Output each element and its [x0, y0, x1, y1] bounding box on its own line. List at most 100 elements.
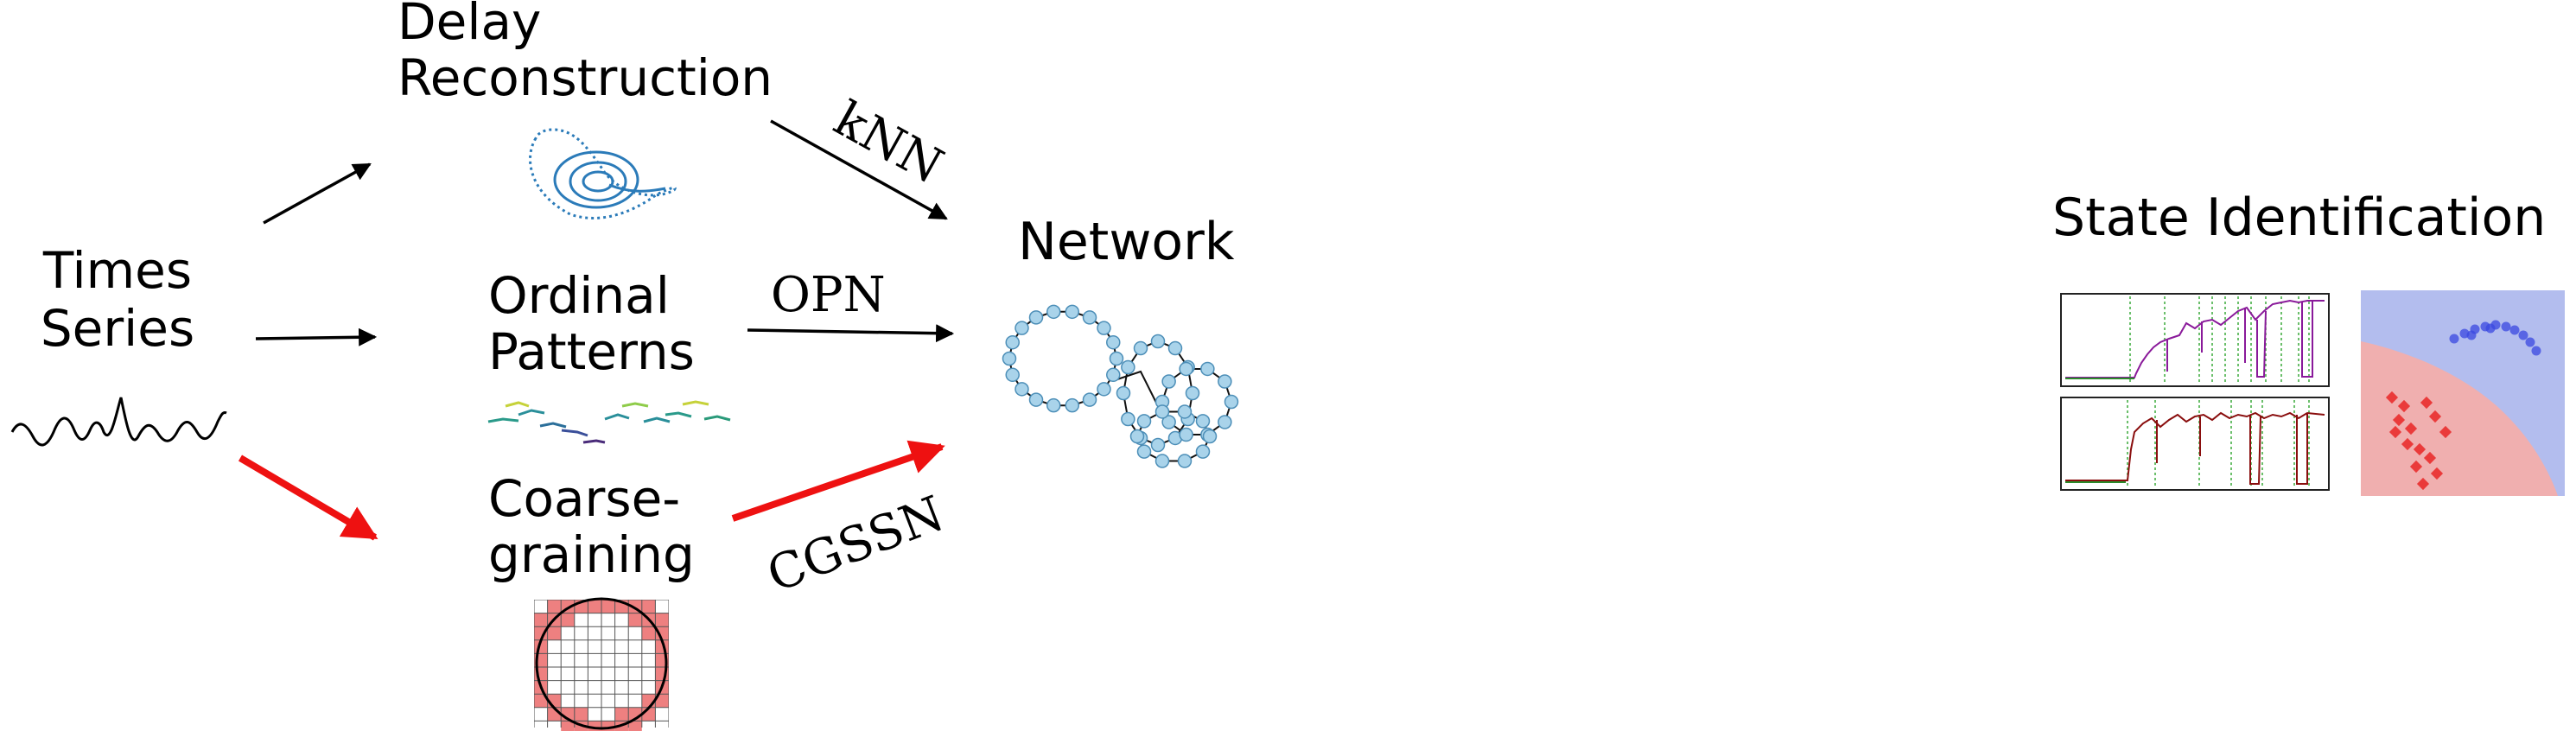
grid-cell-filled [588, 721, 601, 731]
time-series-waveform [10, 397, 227, 447]
state-signal-plot-top [2060, 293, 2330, 387]
grid-cell-filled [547, 600, 562, 613]
cluster-blue-point [2531, 346, 2541, 356]
network-edge [1114, 370, 1159, 407]
cluster-blue-point [2449, 334, 2459, 344]
coarse-circle [535, 597, 668, 730]
network-node [1121, 359, 1135, 375]
network-nodes [1002, 304, 1239, 468]
network-node [1200, 361, 1215, 377]
grid-cell-filled [655, 613, 669, 627]
grid-cell-filled [547, 626, 562, 640]
cluster-blue-point [2466, 330, 2477, 340]
grid-cell-filled [601, 721, 615, 731]
cluster-blue-point [2518, 330, 2528, 340]
time-series-label-line2: Series [41, 299, 194, 358]
coarse-label-line1: Coarse- [488, 469, 680, 528]
delay-label: Delay Reconstruction [398, 0, 773, 107]
delay-label-line2: Reconstruction [398, 48, 773, 107]
network-node [1014, 382, 1029, 397]
time-series-label-line1: Times [42, 241, 192, 300]
grid-cell-filled [655, 626, 669, 640]
grid-cell-filled [574, 707, 588, 721]
grid-cell-filled [601, 600, 615, 613]
network-node [1106, 367, 1121, 383]
cluster-blue-point [2501, 321, 2511, 332]
network-node [1185, 385, 1200, 401]
network-node [1046, 304, 1061, 320]
network-node [1150, 334, 1166, 349]
cluster-blue-point [2525, 337, 2535, 347]
arrow-to-ordinal [255, 327, 378, 346]
ordinal-label-line2: Patterns [488, 322, 695, 381]
arrow-to-delay [263, 162, 372, 225]
edge-label-knn: kNN [825, 91, 952, 195]
grid-cell-filled [534, 694, 548, 708]
coarse-label-line2: graining [488, 525, 695, 584]
network-node [1133, 340, 1148, 356]
network-node [1177, 404, 1193, 419]
network-node [1116, 385, 1131, 401]
network-node [1065, 304, 1080, 320]
network-node [1097, 382, 1111, 397]
network-node [1005, 367, 1020, 383]
network-node [1005, 334, 1020, 350]
network-node [1179, 361, 1193, 377]
arrow-to-coarse [238, 454, 378, 541]
grid-cell-filled [628, 613, 642, 627]
network-node [1150, 437, 1166, 453]
grid-cell-filled [561, 721, 575, 731]
ordinal-label-line1: Ordinal [488, 266, 670, 325]
network-graph [1002, 304, 1239, 468]
state-signal-plot-bottom [2060, 397, 2330, 491]
network-node [1167, 340, 1183, 356]
network-node [1065, 397, 1080, 413]
network-node [1136, 414, 1152, 429]
network-node [1195, 414, 1211, 429]
edge-label-opn: OPN [771, 267, 886, 323]
state-cluster-plot [2361, 290, 2565, 496]
state-identification-label: State Identification [2052, 188, 2546, 248]
grid-cell-filled [534, 613, 548, 627]
grid-cell-filled [614, 707, 629, 721]
network-node [1218, 415, 1232, 429]
network-edges [1008, 310, 1233, 462]
grid-cell-filled [534, 626, 548, 640]
network-node [1097, 321, 1111, 335]
network-node [1002, 351, 1017, 366]
network-node [1218, 374, 1232, 389]
network-node [1121, 411, 1135, 427]
grid-cell-filled [655, 694, 669, 708]
arrow-knn [770, 119, 948, 220]
network-node [1028, 310, 1044, 325]
delay-attractor-plot [529, 128, 677, 219]
network-node [1202, 429, 1218, 444]
network-node [1014, 321, 1029, 335]
network-node [1082, 310, 1097, 325]
network-node [1177, 454, 1193, 468]
network-node [1082, 392, 1097, 407]
network-node [1161, 374, 1176, 389]
network-node [1224, 394, 1239, 410]
cluster-blue-points [2449, 320, 2541, 356]
time-series-label: Times Series [41, 241, 194, 358]
coarse-grid-plot [534, 597, 669, 731]
delay-label-line1: Delay [398, 0, 541, 51]
arrow-cgssn [731, 440, 945, 522]
ordinal-label: Ordinal Patterns [488, 266, 695, 381]
network-node [1109, 351, 1124, 366]
network-node [1161, 415, 1176, 429]
coarse-label: Coarse- graining [488, 469, 695, 584]
grid-cell-filled [561, 613, 575, 627]
network-node [1028, 392, 1044, 407]
coarse-grid-lines [534, 600, 669, 728]
network-node [1046, 397, 1061, 413]
grid-cell-filled [588, 600, 601, 613]
region-red [2361, 341, 2558, 496]
network-node [1179, 427, 1193, 442]
cluster-blue-point [2509, 325, 2520, 335]
grid-cell-filled [641, 600, 656, 613]
network-node [1154, 454, 1170, 468]
grid-cell-filled [628, 721, 642, 731]
